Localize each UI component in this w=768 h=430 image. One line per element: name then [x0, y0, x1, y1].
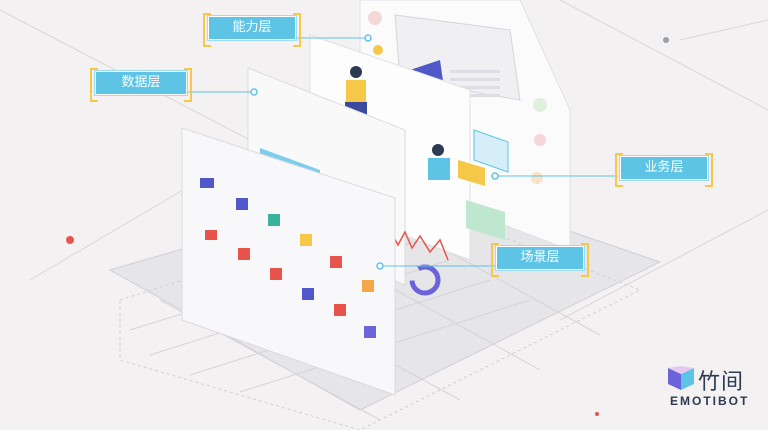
- red-dot-small: [595, 412, 599, 416]
- callout-business-label: 业务层: [644, 160, 684, 175]
- data-donut-chart: [409, 264, 441, 296]
- brand-name-cn: 竹间: [698, 370, 745, 395]
- grey-dot: [663, 37, 669, 43]
- callout-business-layer: 业务层: [615, 153, 713, 187]
- capability-rows: [450, 70, 500, 97]
- green-card: [466, 200, 505, 240]
- red-dot: [66, 236, 74, 244]
- callout-lines: [186, 37, 618, 267]
- callout-capability-layer: 能力层: [203, 13, 301, 47]
- data-line-chart: [389, 229, 449, 261]
- callout-data-layer: 数据层: [90, 68, 192, 102]
- brand-name-en: EMOTIBOT: [670, 394, 750, 408]
- emotibot-logo-icon: [668, 366, 694, 390]
- chat-bubble: [458, 160, 485, 186]
- panel-scenario: [181, 127, 396, 396]
- profile-card: [473, 129, 509, 173]
- callout-scenario-label: 场景层: [520, 250, 560, 265]
- person-head-b: [432, 144, 444, 156]
- icon-business-b: [534, 134, 546, 146]
- person-body-a: [346, 80, 366, 104]
- icon-business-c: [531, 172, 543, 184]
- grid-outline: [119, 204, 642, 430]
- callout-data-label: 数据层: [121, 75, 161, 90]
- callout-anchors: [250, 34, 499, 270]
- icon-business-a: [533, 98, 547, 112]
- person-head-a: [350, 66, 362, 78]
- callout-capability-label: 能力层: [232, 20, 272, 35]
- scenario-icon-grid: [200, 178, 376, 338]
- callout-scenario-layer: 场景层: [491, 243, 589, 277]
- icon-capability-b: [373, 45, 383, 55]
- icon-capability-a: [368, 11, 382, 25]
- brand-logo: 竹间 EMOTIBOT: [668, 364, 760, 414]
- person-body-b: [428, 158, 450, 180]
